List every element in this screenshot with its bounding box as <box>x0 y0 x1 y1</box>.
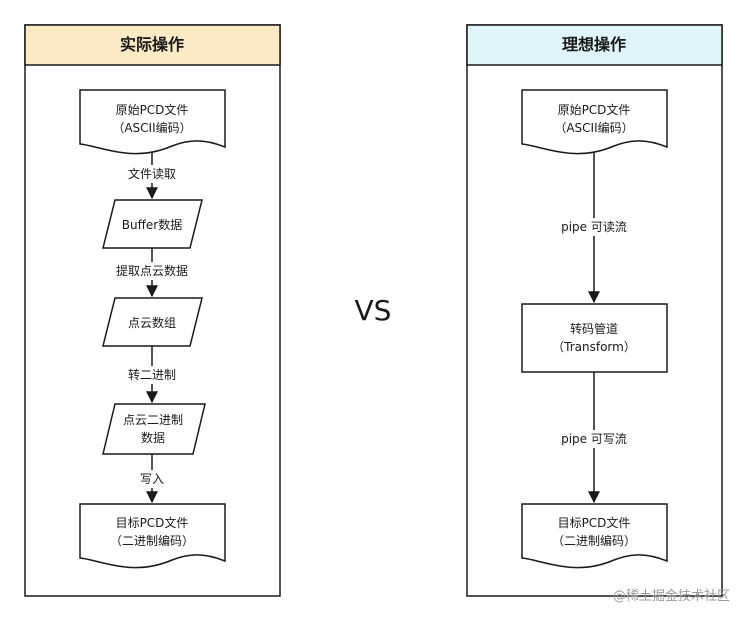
right-node-2-line-2: （Transform） <box>552 340 636 354</box>
left-panel-header <box>24 24 281 66</box>
right-panel-header <box>466 24 723 66</box>
left-node-2-label: Buffer数据 <box>122 217 182 232</box>
transform-pipe-node <box>521 303 668 373</box>
watermark-text: @稀土掘金技术社区 <box>613 588 730 604</box>
left-node-4-line-2: 数据 <box>141 430 165 445</box>
left-node-1-line-2: （ASCII编码） <box>112 120 191 135</box>
left-node-5-line-2: （二进制编码） <box>110 533 194 548</box>
right-node-1-line-1: 原始PCD文件 <box>558 102 631 117</box>
left-edge-1-label: 文件读取 <box>128 166 176 181</box>
point-cloud-array-node <box>102 297 203 347</box>
right-panel: 理想操作 原始PCD文件 （ASCII编码） pipe 可读流 转码管道 （Tr… <box>466 24 723 597</box>
point-cloud-binary-node <box>102 403 206 455</box>
right-panel-title: 理想操作 <box>562 35 626 54</box>
left-edge-2-label: 提取点云数据 <box>116 263 188 278</box>
right-node-3-line-1: 目标PCD文件 <box>558 515 631 530</box>
left-edge-4-label: 写入 <box>140 472 164 486</box>
left-node-3-label: 点云数组 <box>128 315 176 330</box>
vs-label: VS <box>355 294 392 327</box>
left-node-4-line-1: 点云二进制 <box>123 413 183 427</box>
left-panel-title: 实际操作 <box>120 35 184 54</box>
target-pcd-file-node <box>79 503 226 569</box>
right-node-3-line-2: （二进制编码） <box>552 533 636 548</box>
buffer-data-node <box>102 199 203 249</box>
right-node-1-line-2: （ASCII编码） <box>554 120 633 135</box>
right-node-2-line-1: 转码管道 <box>570 321 618 336</box>
right-edge-2-label: pipe 可写流 <box>561 432 627 446</box>
right-edge-1-label: pipe 可读流 <box>561 220 627 234</box>
left-node-5-line-1: 目标PCD文件 <box>116 515 189 530</box>
left-node-1-line-1: 原始PCD文件 <box>116 102 189 117</box>
left-panel: 实际操作 原始PCD文件 （ASCII编码） 文件读取 Buffer数据 提取点… <box>24 24 281 597</box>
ideal-target-pcd-file-node <box>521 503 668 569</box>
left-edge-3-label: 转二进制 <box>128 367 176 382</box>
